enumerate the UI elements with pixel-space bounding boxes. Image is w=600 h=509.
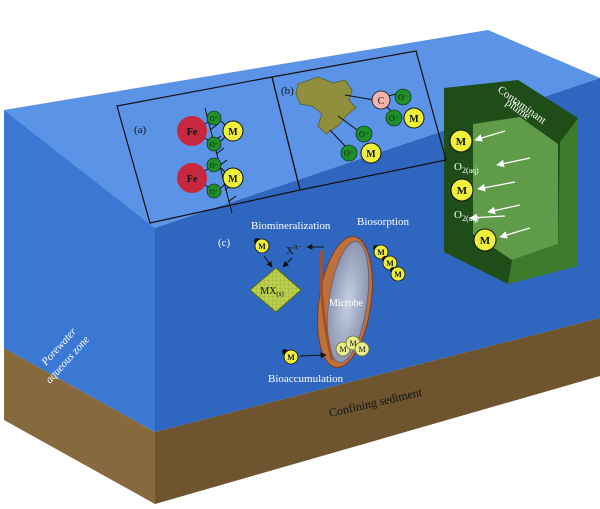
svg-text:O2(aq): O2(aq) — [454, 161, 479, 175]
m-ion-b2: M — [360, 142, 382, 164]
c-atom-b: C — [371, 90, 391, 110]
m-ion-a2: M — [222, 167, 244, 189]
fe-atom-2: Fe — [177, 163, 207, 193]
m-ion-inside-3: M — [354, 341, 370, 357]
svg-text:O⁻: O⁻ — [210, 162, 219, 170]
panel-b-frame — [271, 50, 447, 191]
svg-text:M: M — [457, 185, 468, 197]
svg-text:M: M — [366, 149, 376, 160]
o-atom-a4: O⁻ — [206, 183, 222, 199]
m-ion-biomin: M — [254, 238, 270, 254]
sediment-side-face — [155, 318, 600, 504]
svg-text:O⁻: O⁻ — [210, 188, 219, 196]
plume-arrow-1 — [474, 130, 506, 142]
label-microbe: Microbe — [329, 298, 363, 309]
panel-b-label: (b) — [281, 85, 294, 97]
block-top-surface — [4, 30, 600, 228]
m-ion-a1: M — [222, 120, 244, 142]
svg-text:M: M — [339, 345, 346, 354]
o-atom-b2: O⁻ — [385, 109, 403, 127]
svg-text:M: M — [258, 242, 266, 251]
m-ion-bioaccum: M — [282, 349, 299, 365]
plume-m-ion-1: M — [449, 129, 473, 153]
sediment-front-face — [4, 348, 155, 504]
svg-text:M: M — [409, 114, 419, 125]
svg-text:O⁻: O⁻ — [389, 114, 399, 123]
svg-text:O⁻: O⁻ — [210, 141, 219, 149]
panel-c-label: (c) — [218, 237, 231, 249]
o-atom-a2: O⁻ — [206, 136, 222, 152]
svg-text:Fe: Fe — [187, 127, 198, 138]
panel-a: (a) Fe O⁻ O⁻ — [116, 76, 301, 224]
plume-o2-arrow-2 — [487, 204, 521, 215]
svg-text:O⁻: O⁻ — [210, 115, 219, 123]
svg-text:M: M — [228, 174, 238, 185]
plume-o2-label-1: O2(aq) — [454, 161, 479, 175]
svg-text:M: M — [394, 270, 402, 279]
svg-text:M: M — [358, 345, 365, 354]
o-atom-b3: O⁻ — [355, 125, 373, 143]
svg-text:M: M — [287, 353, 295, 362]
plume-o2-arrow-1 — [496, 157, 531, 168]
arrow-bioaccum — [299, 352, 327, 359]
plume-o2-arrow-3 — [469, 213, 506, 222]
plume-m-ion-2: M — [450, 178, 474, 202]
svg-text:MX(s): MX(s) — [260, 286, 284, 298]
arrow-m-to-mx — [263, 255, 273, 268]
svg-text:M: M — [377, 248, 385, 257]
panel-c: (c) Biomineralization Biosorption Bioacc… — [218, 216, 409, 385]
mx-mineral-precipitate: MX(s) — [249, 267, 302, 313]
svg-text:O⁻: O⁻ — [359, 130, 369, 139]
microbe-cell — [317, 236, 373, 368]
label-biosorption: Biosorption — [357, 216, 409, 228]
svg-text:C: C — [378, 96, 385, 107]
svg-text:M: M — [456, 136, 467, 148]
svg-text:M: M — [349, 339, 356, 348]
fe-atom-1: Fe — [177, 116, 207, 146]
o-atom-b4: O⁻ — [340, 144, 358, 162]
plume-arrow-2 — [477, 181, 516, 192]
m-ion-sorbed-1: M — [373, 244, 389, 260]
svg-text:Fe: Fe — [187, 174, 198, 185]
arrow-x-to-mx — [282, 257, 293, 268]
o-atom-b1: O⁻ — [394, 88, 412, 106]
label-bioaccumulation: Bioaccumulation — [268, 373, 344, 385]
plume-arrow-3 — [499, 227, 531, 239]
plume-m-ion-3: M — [473, 228, 497, 252]
svg-text:O⁻: O⁻ — [398, 93, 408, 102]
organic-particle — [295, 76, 357, 135]
m-ion-b1: M — [403, 107, 425, 129]
panel-b: (b) C O⁻ O⁻ M O⁻ O⁻ — [271, 50, 447, 191]
panel-a-label: (a) — [134, 124, 147, 136]
svg-text:M: M — [480, 235, 491, 247]
svg-text:O⁻: O⁻ — [344, 149, 354, 158]
plume-inner-light — [473, 117, 558, 260]
m-ion-sorbed-3: M — [390, 266, 406, 282]
x-anion-label: Xn− — [286, 243, 301, 257]
o-atom-a1: O⁻ — [206, 110, 222, 126]
label-biomineralization: Biomineralization — [251, 220, 331, 232]
block-front-water — [4, 110, 155, 432]
svg-text:M: M — [228, 127, 238, 138]
svg-text:M: M — [386, 259, 394, 268]
o-atom-a3: O⁻ — [206, 157, 222, 173]
